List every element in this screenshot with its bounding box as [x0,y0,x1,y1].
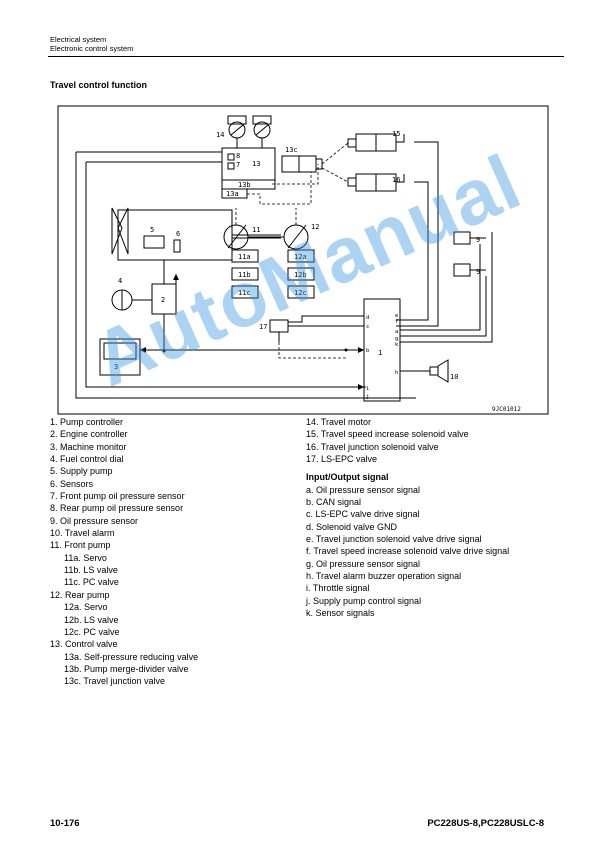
port-g: g [395,336,398,342]
legend-item: 7. Front pump oil pressure sensor [50,491,185,502]
label-7: 7 [236,161,240,169]
port-j: j [366,394,369,400]
legend-item: 13b. Pump merge-divider valve [64,663,189,674]
legend-item: 12b. LS valve [64,614,119,625]
component-legend-continued: 14. Travel motor 15. Travel speed increas… [306,416,509,620]
page-number: 10-176 [50,818,80,829]
header-chapter: Electrical system [50,35,107,44]
travel-control-diagram: 14 8 7 13 13b 13a 13c 15 16 5 6 11 12 11… [57,105,549,415]
legend-item: 8. Rear pump oil pressure sensor [50,503,184,514]
label-16: 16 [392,176,400,184]
port-f: f [395,319,398,325]
label-6: 6 [176,230,180,238]
sensor-6 [173,239,181,253]
machine-monitor-3 [99,338,141,376]
label-12b: 12b [294,271,307,279]
travel-motor-symbols [227,115,272,139]
legend-item: 11a. Servo [64,552,107,563]
io-signal-item: h. Travel alarm buzzer operation signal [306,571,462,582]
label-11: 11 [252,226,260,234]
io-signal-item: f. Travel speed increase solenoid valve … [306,546,510,557]
label-14: 14 [216,131,224,139]
port-c: c [366,324,369,330]
label-12: 12 [311,223,319,231]
travel-alarm-10 [437,359,449,383]
label-13a: 13a [226,190,239,198]
io-signal-item: k. Sensor signals [306,608,375,619]
io-signal-item: j. Supply pump control signal [306,595,422,606]
port-e: e [395,313,398,319]
label-9a: 9 [476,236,480,244]
legend-item: 5. Supply pump [50,466,113,477]
label-11a: 11a [238,253,251,261]
label-4: 4 [118,277,122,285]
legend-item: 11b. LS valve [64,565,118,576]
oil-pressure-sensor-9a [453,231,471,245]
port-d: d [366,315,369,321]
label-11b: 11b [238,271,251,279]
io-signal-item: i. Throttle signal [306,583,370,594]
io-signal-item: e. Travel junction solenoid valve drive … [306,534,482,545]
label-13b: 13b [238,181,251,189]
legend-item: 13. Control valve [50,639,118,650]
supply-pump-5 [143,235,165,249]
oil-pressure-sensor-9b [453,263,471,277]
legend-item: 13c. Travel junction valve [64,676,166,687]
label-13: 13 [252,160,260,168]
legend-item: 12c. PC valve [64,626,120,637]
io-signal-item: a. Oil pressure sensor signal [306,484,421,495]
legend-item: 6. Sensors [50,478,94,489]
label-12c: 12c [294,289,307,297]
legend-item: 11. Front pump [50,540,111,551]
io-signal-item: d. Solenoid valve GND [306,521,398,532]
legend-item: 10. Travel alarm [50,528,115,539]
label-3: 3 [114,363,118,371]
label-17: 17 [259,323,267,331]
label-1: 1 [378,349,382,357]
legend-item: 13a. Self-pressure reducing valve [64,651,199,662]
legend-item: 14. Travel motor [306,417,372,427]
label-8: 8 [236,152,240,160]
legend-item: 1. Pump controller [50,417,124,427]
control-valve-13 [221,147,276,181]
port-a: a [395,329,398,335]
legend-item: 15. Travel speed increase solenoid valve [306,429,469,440]
header-section: Electronic control system [50,44,134,53]
label-2: 2 [161,296,165,304]
label-15: 15 [392,130,400,138]
legend-item: 9. Oil pressure sensor [50,515,139,526]
legend-item: 16. Travel junction solenoid valve [306,441,439,452]
label-11c: 11c [238,289,251,297]
legend-item: 3. Machine monitor [50,441,127,452]
io-signal-title: Input/Output signal [306,472,389,483]
port-b: b [366,348,369,354]
legend-item: 2. Engine controller [50,429,128,440]
header-rule [48,56,564,57]
io-signal-item: g. Oil pressure sensor signal [306,558,421,569]
diagram-frame [57,105,549,415]
section-title: Travel control function [50,80,148,90]
label-5: 5 [150,226,154,234]
port-h: h [395,370,398,376]
running-header: Electrical system Electronic control sys… [50,35,133,53]
diagram-code: 9JC01012 [492,406,521,413]
io-signal-item: c. LS-EPC valve drive signal [306,509,420,520]
legend-item: 12. Rear pump [50,589,110,600]
label-13c: 13c [285,146,298,154]
legend-item: 12a. Servo [64,602,108,613]
label-9b: 9 [476,268,480,276]
io-signal-item: b. CAN signal [306,497,362,508]
port-k: k [395,342,399,348]
label-10: 10 [450,373,458,381]
legend-item: 4. Fuel control dial [50,454,124,465]
ls-epc-valve [269,319,289,333]
model-name: PC228US-8,PC228USLC-8 [427,818,544,829]
port-i: i [366,386,369,392]
label-12a: 12a [294,253,307,261]
legend-item: 11c. PC valve [64,577,119,588]
legend-item: 17. LS-EPC valve [306,454,378,465]
